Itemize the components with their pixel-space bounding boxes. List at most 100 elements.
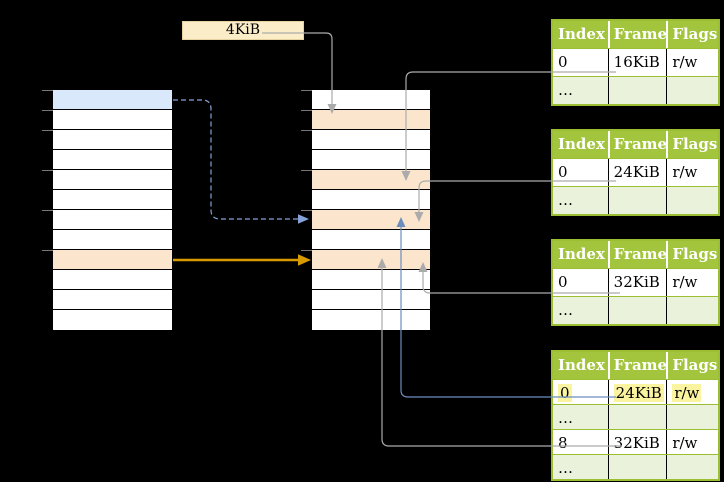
frame-cell: 24KiB [607, 380, 667, 404]
index-cell: … [558, 191, 573, 209]
page-table-2: Index Frame Flags 0 24KiB r/w … [551, 129, 720, 216]
table-row: … [553, 404, 718, 429]
flags-cell: r/w [666, 269, 718, 296]
left-memory-column [53, 90, 172, 330]
memory-row-white [312, 130, 430, 150]
table-row: 0 24KiB r/w [553, 158, 718, 186]
index-cell: … [558, 409, 573, 427]
flags-cell: r/w [666, 159, 718, 186]
flags-cell [666, 187, 718, 214]
memory-row-white [53, 270, 172, 290]
memory-row-white [312, 230, 430, 250]
index-cell: 0 [558, 273, 568, 291]
table-row: … [553, 296, 718, 324]
flags-cell [666, 77, 718, 104]
address-tick [301, 110, 312, 111]
page-table-3: Index Frame Flags 0 32KiB r/w … [551, 239, 720, 326]
highlight-mark: 24KiB [613, 384, 664, 402]
index-cell: … [558, 81, 573, 99]
frame-cell: 32KiB [607, 430, 667, 454]
index-cell: 0 [553, 380, 608, 404]
address-tick [42, 110, 53, 111]
address-tick [301, 210, 312, 211]
highlight-mark: 0 [558, 384, 572, 402]
frame-cell: 16KiB [607, 49, 667, 76]
table-row-highlighted: 0 24KiB r/w [553, 379, 718, 404]
table-header-row: Index Frame Flags [553, 352, 718, 379]
address-tick [42, 130, 53, 131]
column-header-flags: Flags [666, 241, 718, 268]
address-tick [301, 170, 312, 171]
table-row: 0 32KiB r/w [553, 268, 718, 296]
column-header-frame: Frame [607, 352, 666, 379]
memory-row-white [53, 230, 172, 250]
column-header-frame: Frame [607, 131, 666, 158]
index-cell: 8 [558, 434, 568, 452]
memory-row-white [53, 210, 172, 230]
highlight-mark: r/w [672, 384, 702, 402]
flags-cell: r/w [666, 49, 718, 76]
memory-row-orange [312, 110, 430, 130]
table-row: 8 32KiB r/w [553, 429, 718, 454]
flags-cell: r/w [666, 430, 718, 454]
column-header-frame: Frame [607, 21, 666, 48]
index-cell: … [558, 459, 573, 477]
memory-row-white [53, 290, 172, 310]
flags-cell [666, 455, 718, 479]
memory-row-white [312, 290, 430, 310]
page-table-1: Index Frame Flags 0 16KiB r/w … [551, 19, 720, 106]
column-header-index: Index [558, 135, 605, 153]
address-tick [301, 130, 312, 131]
memory-row-orange [312, 250, 430, 270]
memory-row-white [312, 150, 430, 170]
index-cell: 0 [558, 163, 568, 181]
flags-cell [666, 297, 718, 324]
index-cell: 0 [558, 53, 568, 71]
table-row: … [553, 186, 718, 214]
frame-cell [607, 405, 667, 429]
address-tick [301, 250, 312, 251]
table-row: … [553, 76, 718, 104]
page-size-label: 4KiB [182, 21, 304, 40]
memory-row-white [312, 270, 430, 290]
memory-row-orange [312, 210, 430, 230]
table-header-row: Index Frame Flags [553, 21, 718, 48]
frame-cell [607, 455, 667, 479]
memory-row-white [312, 310, 430, 330]
memory-row-white [312, 90, 430, 110]
address-tick [301, 90, 312, 91]
table-header-row: Index Frame Flags [553, 241, 718, 268]
table-row: … [553, 454, 718, 479]
frame-cell [607, 297, 667, 324]
memory-row-orange [53, 250, 172, 270]
column-header-frame: Frame [607, 241, 666, 268]
memory-row-white [53, 310, 172, 330]
memory-row-white [53, 170, 172, 190]
middle-memory-column [312, 90, 430, 330]
address-tick [42, 210, 53, 211]
memory-row-orange [312, 170, 430, 190]
memory-row-white [53, 110, 172, 130]
frame-cell: 32KiB [607, 269, 667, 296]
column-header-index: Index [558, 25, 605, 43]
address-tick [42, 250, 53, 251]
flags-cell: r/w [666, 380, 718, 404]
address-tick [42, 90, 53, 91]
address-tick [42, 170, 53, 171]
column-header-flags: Flags [666, 21, 718, 48]
arrow-orange-virtual-to-frame [173, 254, 311, 266]
frame-cell [607, 187, 667, 214]
memory-row-white [53, 130, 172, 150]
arrow-dashed-virtual-to-frame [173, 99, 309, 224]
column-header-index: Index [558, 245, 605, 263]
column-header-flags: Flags [666, 352, 718, 379]
memory-row-white [53, 150, 172, 170]
column-header-flags: Flags [666, 131, 718, 158]
frame-cell: 24KiB [607, 159, 667, 186]
frame-cell [607, 77, 667, 104]
index-cell: … [558, 301, 573, 319]
flags-cell [666, 405, 718, 429]
table-row: 0 16KiB r/w [553, 48, 718, 76]
memory-row-white [53, 190, 172, 210]
